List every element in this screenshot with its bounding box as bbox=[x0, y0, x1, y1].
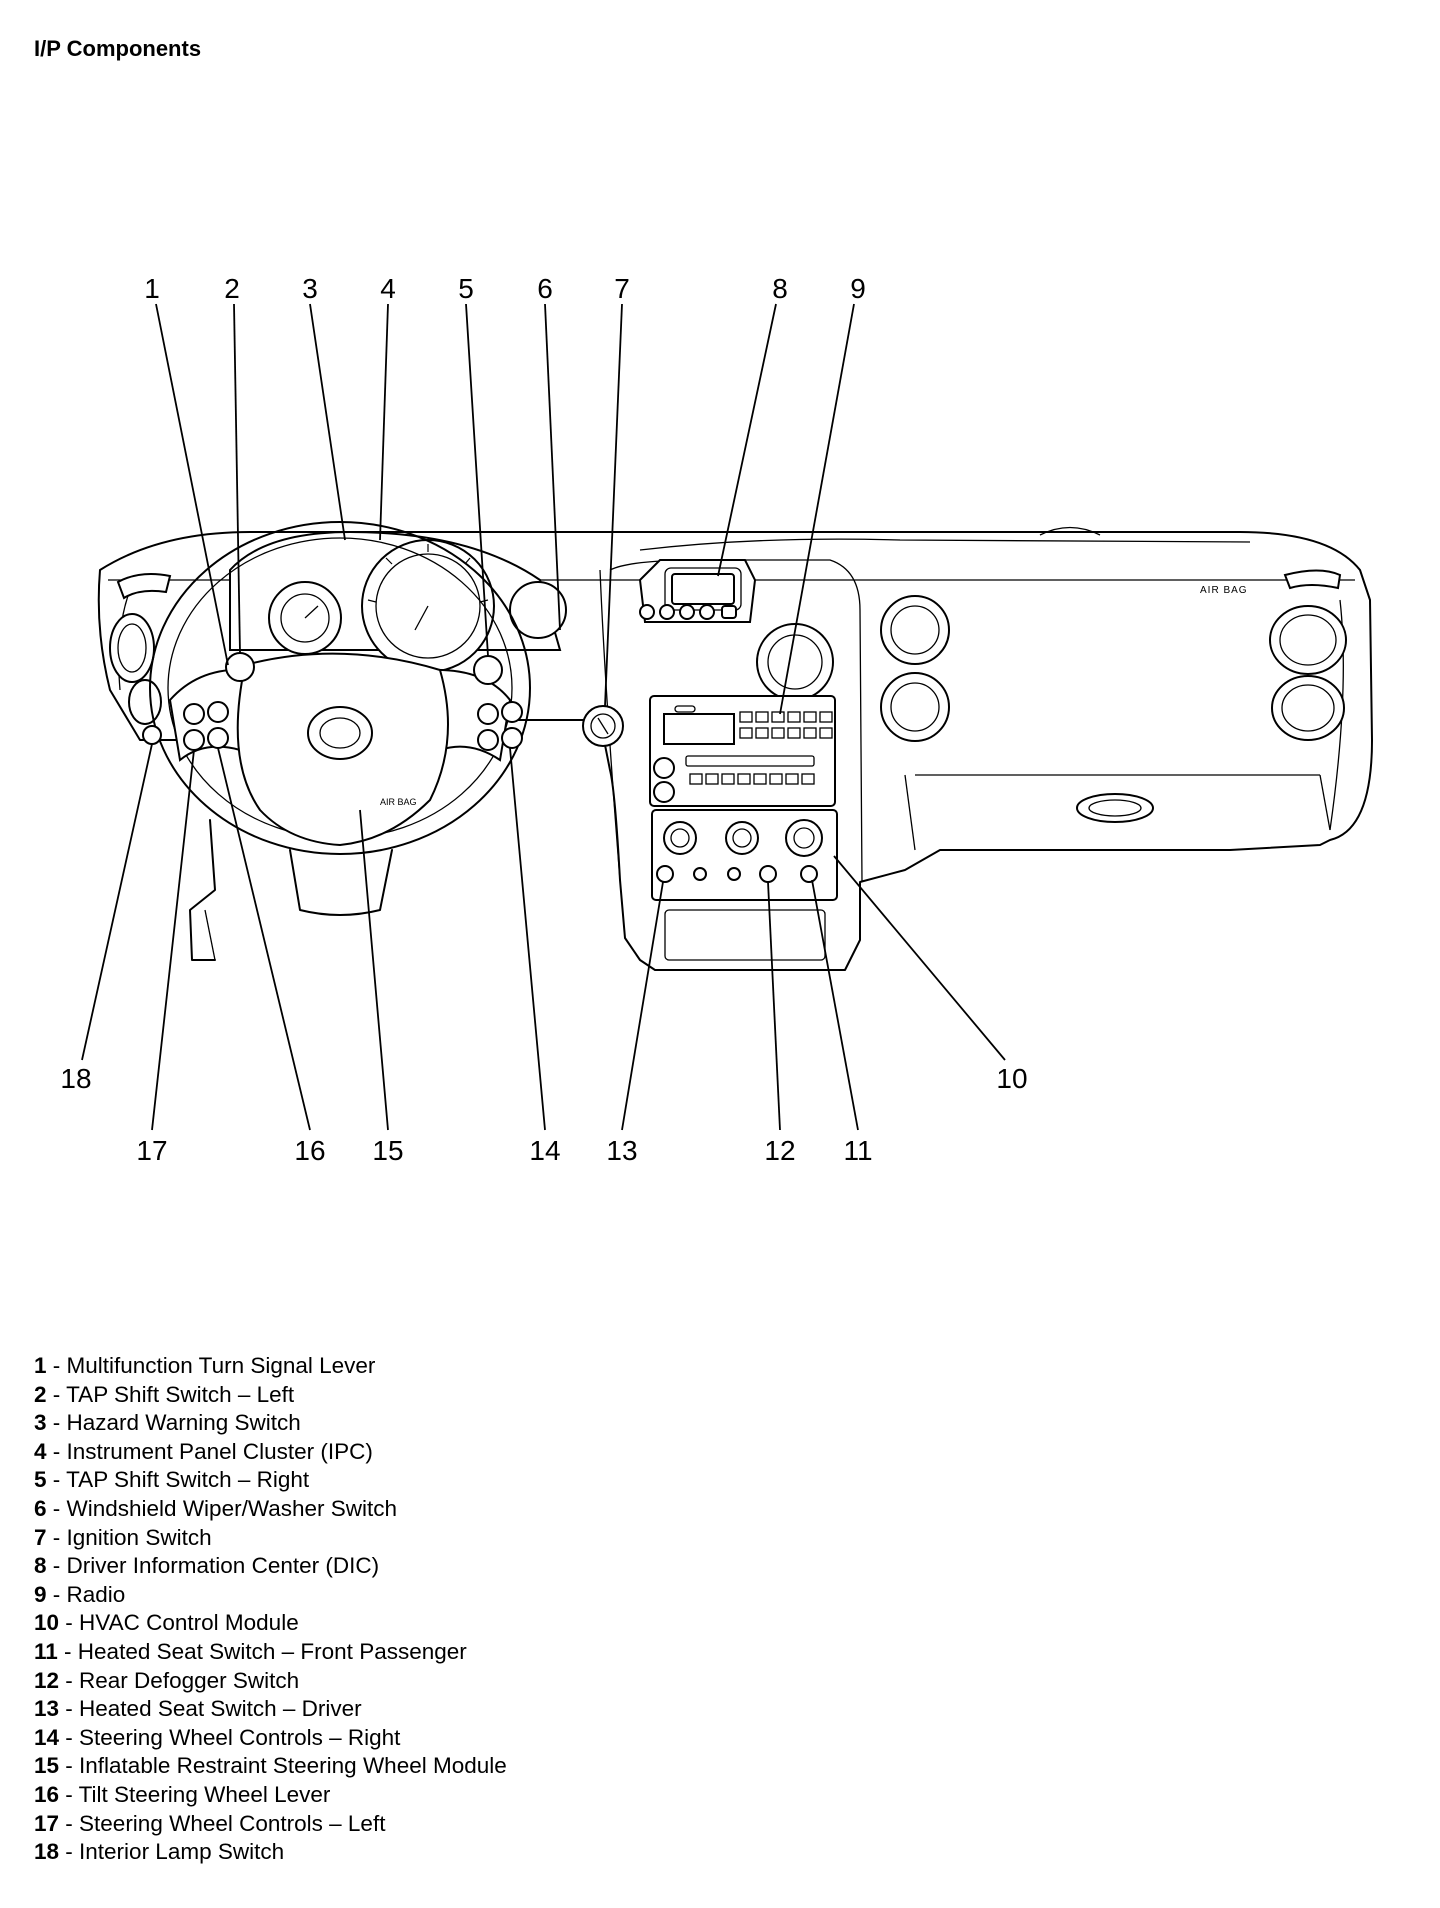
callout-2: 2 bbox=[224, 273, 240, 304]
callout-18: 18 bbox=[60, 1063, 91, 1094]
callout-13: 13 bbox=[606, 1135, 637, 1166]
callout-15: 15 bbox=[372, 1135, 403, 1166]
callout-8: 8 bbox=[772, 273, 788, 304]
legend-item: 7 - Ignition Switch bbox=[34, 1524, 212, 1550]
legend-item: 6 - Windshield Wiper/Washer Switch bbox=[34, 1495, 398, 1521]
callout-4: 4 bbox=[380, 273, 396, 304]
callout-6: 6 bbox=[537, 273, 553, 304]
legend-item: 4 - Instrument Panel Cluster (IPC) bbox=[34, 1438, 373, 1464]
callout-3: 3 bbox=[302, 273, 318, 304]
legend-item: 17 - Steering Wheel Controls – Left bbox=[34, 1810, 386, 1836]
legend-item: 3 - Hazard Warning Switch bbox=[34, 1410, 301, 1436]
right-air-vents bbox=[1269, 569, 1347, 741]
leader-lines bbox=[81, 303, 1006, 1131]
legend-item: 8 - Driver Information Center (DIC) bbox=[34, 1553, 380, 1579]
legend-item: 9 - Radio bbox=[34, 1581, 126, 1607]
callout-14: 14 bbox=[529, 1135, 560, 1166]
callout-16: 16 bbox=[294, 1135, 325, 1166]
callouts-bottom: 10 11 12 13 14 15 16 17 18 bbox=[60, 1063, 1027, 1166]
left-air-vents bbox=[109, 573, 172, 725]
callout-12: 12 bbox=[764, 1135, 795, 1166]
callouts-top: 1 2 3 4 5 6 7 8 9 bbox=[144, 273, 866, 304]
legend-item: 10 - HVAC Control Module bbox=[34, 1610, 299, 1636]
callout-9: 9 bbox=[850, 273, 866, 304]
legend-item: 15 - Inflatable Restraint Steering Wheel… bbox=[34, 1753, 507, 1779]
wheel-airbag-label: AIR BAG bbox=[380, 797, 417, 807]
legend-item: 14 - Steering Wheel Controls – Right bbox=[34, 1724, 401, 1750]
dash-airbag-label: AIR BAG bbox=[1200, 585, 1248, 596]
glovebox-handle bbox=[1076, 793, 1154, 823]
callout-5: 5 bbox=[458, 273, 474, 304]
callout-11: 11 bbox=[843, 1135, 872, 1166]
legend-item: 12 - Rear Defogger Switch bbox=[34, 1667, 300, 1693]
callout-10: 10 bbox=[996, 1063, 1027, 1094]
component-legend: 1 - Multifunction Turn Signal Lever 2 - … bbox=[34, 1352, 734, 1867]
radio-unit bbox=[649, 695, 836, 807]
legend-item: 11 - Heated Seat Switch – Front Passenge… bbox=[34, 1638, 467, 1664]
hvac-control-panel bbox=[651, 809, 838, 961]
steering-wheel: AIR BAG bbox=[149, 521, 531, 916]
legend-item: 5 - TAP Shift Switch – Right bbox=[34, 1467, 310, 1493]
legend-item: 16 - Tilt Steering Wheel Lever bbox=[34, 1781, 331, 1807]
callout-17: 17 bbox=[136, 1135, 167, 1166]
legend-item: 13 - Heated Seat Switch – Driver bbox=[34, 1696, 362, 1722]
callout-7: 7 bbox=[614, 273, 630, 304]
page-title: I/P Components bbox=[34, 36, 202, 61]
steering-column bbox=[142, 725, 216, 961]
ignition-switch bbox=[582, 705, 624, 747]
center-air-vents bbox=[756, 595, 950, 742]
legend-item: 18 - Interior Lamp Switch bbox=[34, 1839, 285, 1865]
instrument-cluster bbox=[229, 530, 567, 673]
instrument-panel-diagram: AIR BAG bbox=[0, 270, 1440, 1230]
legend-item: 2 - TAP Shift Switch – Left bbox=[34, 1381, 295, 1407]
driver-information-center bbox=[638, 559, 757, 623]
callout-1: 1 bbox=[144, 273, 160, 304]
legend-item: 1 - Multifunction Turn Signal Lever bbox=[34, 1353, 376, 1378]
